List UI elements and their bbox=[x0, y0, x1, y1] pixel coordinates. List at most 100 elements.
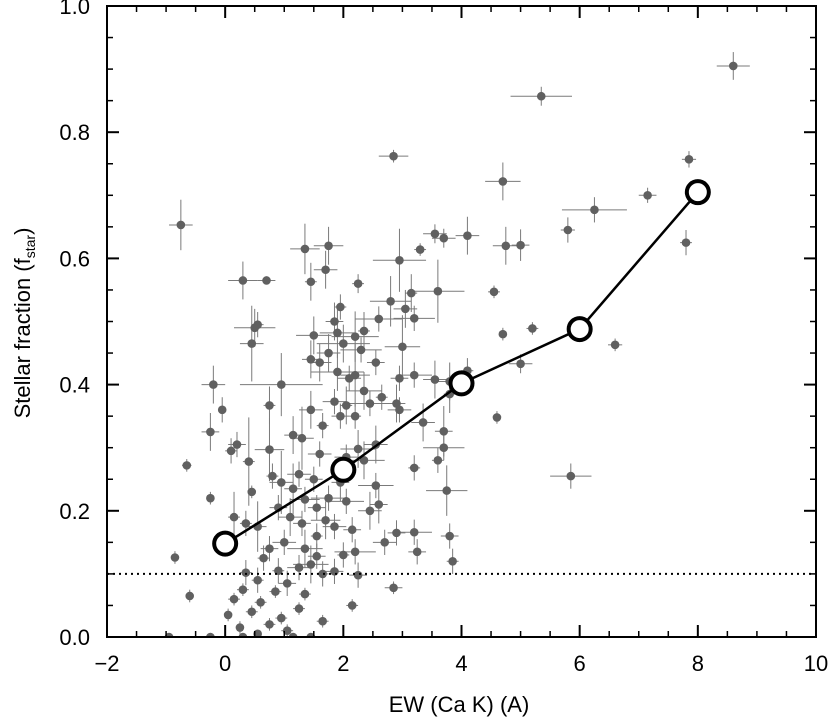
scatter-point bbox=[353, 570, 363, 580]
scatter-point bbox=[395, 255, 404, 265]
scatter-point bbox=[333, 328, 342, 338]
scatter-point bbox=[498, 177, 508, 186]
scatter-point bbox=[409, 314, 419, 323]
scatter-point bbox=[253, 575, 262, 585]
scatter-point bbox=[341, 497, 351, 506]
scatter-point bbox=[374, 500, 384, 509]
scatter-point bbox=[232, 440, 242, 449]
scatter-point bbox=[294, 469, 304, 479]
scatter-point bbox=[288, 632, 298, 637]
scatter-point bbox=[336, 411, 345, 421]
scatter-point bbox=[365, 399, 375, 408]
scatter-point bbox=[401, 304, 410, 314]
scatter-point bbox=[276, 613, 286, 623]
scatter-point bbox=[395, 405, 404, 415]
scatter-point bbox=[681, 238, 691, 247]
scatter-point bbox=[306, 405, 316, 415]
scatter-point bbox=[409, 370, 419, 380]
scatter-point bbox=[448, 556, 457, 566]
scatter-point bbox=[566, 471, 576, 481]
scatter-point bbox=[235, 623, 245, 632]
scatter-point bbox=[223, 610, 233, 620]
scatter-point bbox=[365, 506, 375, 516]
scatter-point bbox=[347, 601, 357, 610]
scatter-point bbox=[238, 276, 248, 285]
scatter-point bbox=[238, 585, 248, 594]
scatter-point bbox=[206, 427, 215, 437]
scatter-point bbox=[498, 329, 508, 339]
y-axis-label: Stellar fraction (fstar) bbox=[10, 228, 38, 419]
scatter-point bbox=[463, 231, 472, 240]
scatter-point bbox=[412, 547, 422, 557]
scatter-point bbox=[339, 550, 348, 560]
scatter-point bbox=[226, 446, 236, 456]
scatter-point bbox=[590, 205, 599, 215]
scatter-point bbox=[339, 339, 348, 348]
scatter-point bbox=[516, 359, 525, 369]
scatter-point bbox=[442, 486, 452, 495]
scatter-point bbox=[229, 594, 239, 604]
scatter-point bbox=[268, 471, 277, 481]
scatter-point bbox=[306, 277, 316, 287]
x-tick-label: 6 bbox=[574, 651, 586, 676]
scatter-point bbox=[164, 632, 174, 637]
scatter-point bbox=[309, 474, 319, 484]
scatter-point bbox=[330, 397, 339, 406]
scatter-point bbox=[300, 589, 310, 599]
scatter-point bbox=[433, 286, 443, 296]
y-axis-label-subscript: star bbox=[22, 235, 38, 259]
scatter-point bbox=[528, 324, 537, 333]
scatter-point bbox=[536, 91, 546, 101]
scatter-point bbox=[294, 563, 304, 572]
y-tick-label: 0.4 bbox=[59, 373, 90, 398]
scatter-point bbox=[265, 544, 274, 553]
scatter-point bbox=[265, 401, 274, 410]
scatter-point bbox=[350, 547, 360, 557]
x-tick-label: 0 bbox=[219, 651, 231, 676]
scatter-point bbox=[309, 331, 319, 340]
x-tick-label: 10 bbox=[804, 651, 828, 676]
scatter-point bbox=[415, 245, 425, 254]
y-tick-label: 0.2 bbox=[59, 499, 90, 524]
scatter-point bbox=[321, 265, 330, 275]
scatter-point bbox=[492, 413, 502, 422]
scatter-point bbox=[489, 287, 499, 297]
scatter-point bbox=[185, 591, 195, 601]
scatter-point bbox=[288, 484, 298, 494]
axis-ticks-layer bbox=[106, 5, 817, 638]
scatter-point bbox=[350, 411, 360, 421]
scatter-point bbox=[276, 478, 286, 487]
scatter-point bbox=[288, 430, 298, 440]
y-axis-label-main: Stellar fraction (f bbox=[10, 257, 35, 418]
scatter-point bbox=[430, 229, 440, 239]
scatter-point bbox=[265, 620, 274, 629]
scatter-point bbox=[247, 487, 257, 497]
scatter-point bbox=[389, 583, 398, 593]
scatter-point bbox=[353, 444, 363, 454]
scatter-point bbox=[324, 241, 333, 251]
scatter-point bbox=[300, 495, 310, 504]
scatter-point bbox=[445, 531, 454, 541]
scatter-point bbox=[300, 544, 310, 553]
scatter-point bbox=[563, 225, 573, 235]
scatter-point bbox=[409, 463, 419, 473]
x-tick-label: −2 bbox=[94, 651, 119, 676]
scatter-point bbox=[256, 597, 265, 607]
scatter-point bbox=[318, 616, 327, 626]
binned-marker bbox=[330, 456, 357, 483]
scatter-point bbox=[610, 340, 620, 350]
scatter-point bbox=[241, 519, 251, 528]
scatter-point bbox=[312, 551, 322, 561]
y-tick-label: 1.0 bbox=[59, 0, 90, 19]
scatter-point bbox=[294, 604, 304, 613]
scatter-point bbox=[356, 345, 366, 355]
scatter-point bbox=[374, 314, 384, 324]
scatter-point bbox=[282, 626, 292, 635]
scatter-point bbox=[244, 457, 254, 466]
scatter-point bbox=[253, 629, 262, 637]
scatter-point bbox=[516, 240, 525, 250]
scatter-point bbox=[336, 302, 345, 312]
scatter-point bbox=[386, 297, 395, 306]
scatter-point bbox=[330, 317, 339, 326]
y-tick-label: 0.8 bbox=[59, 120, 90, 145]
